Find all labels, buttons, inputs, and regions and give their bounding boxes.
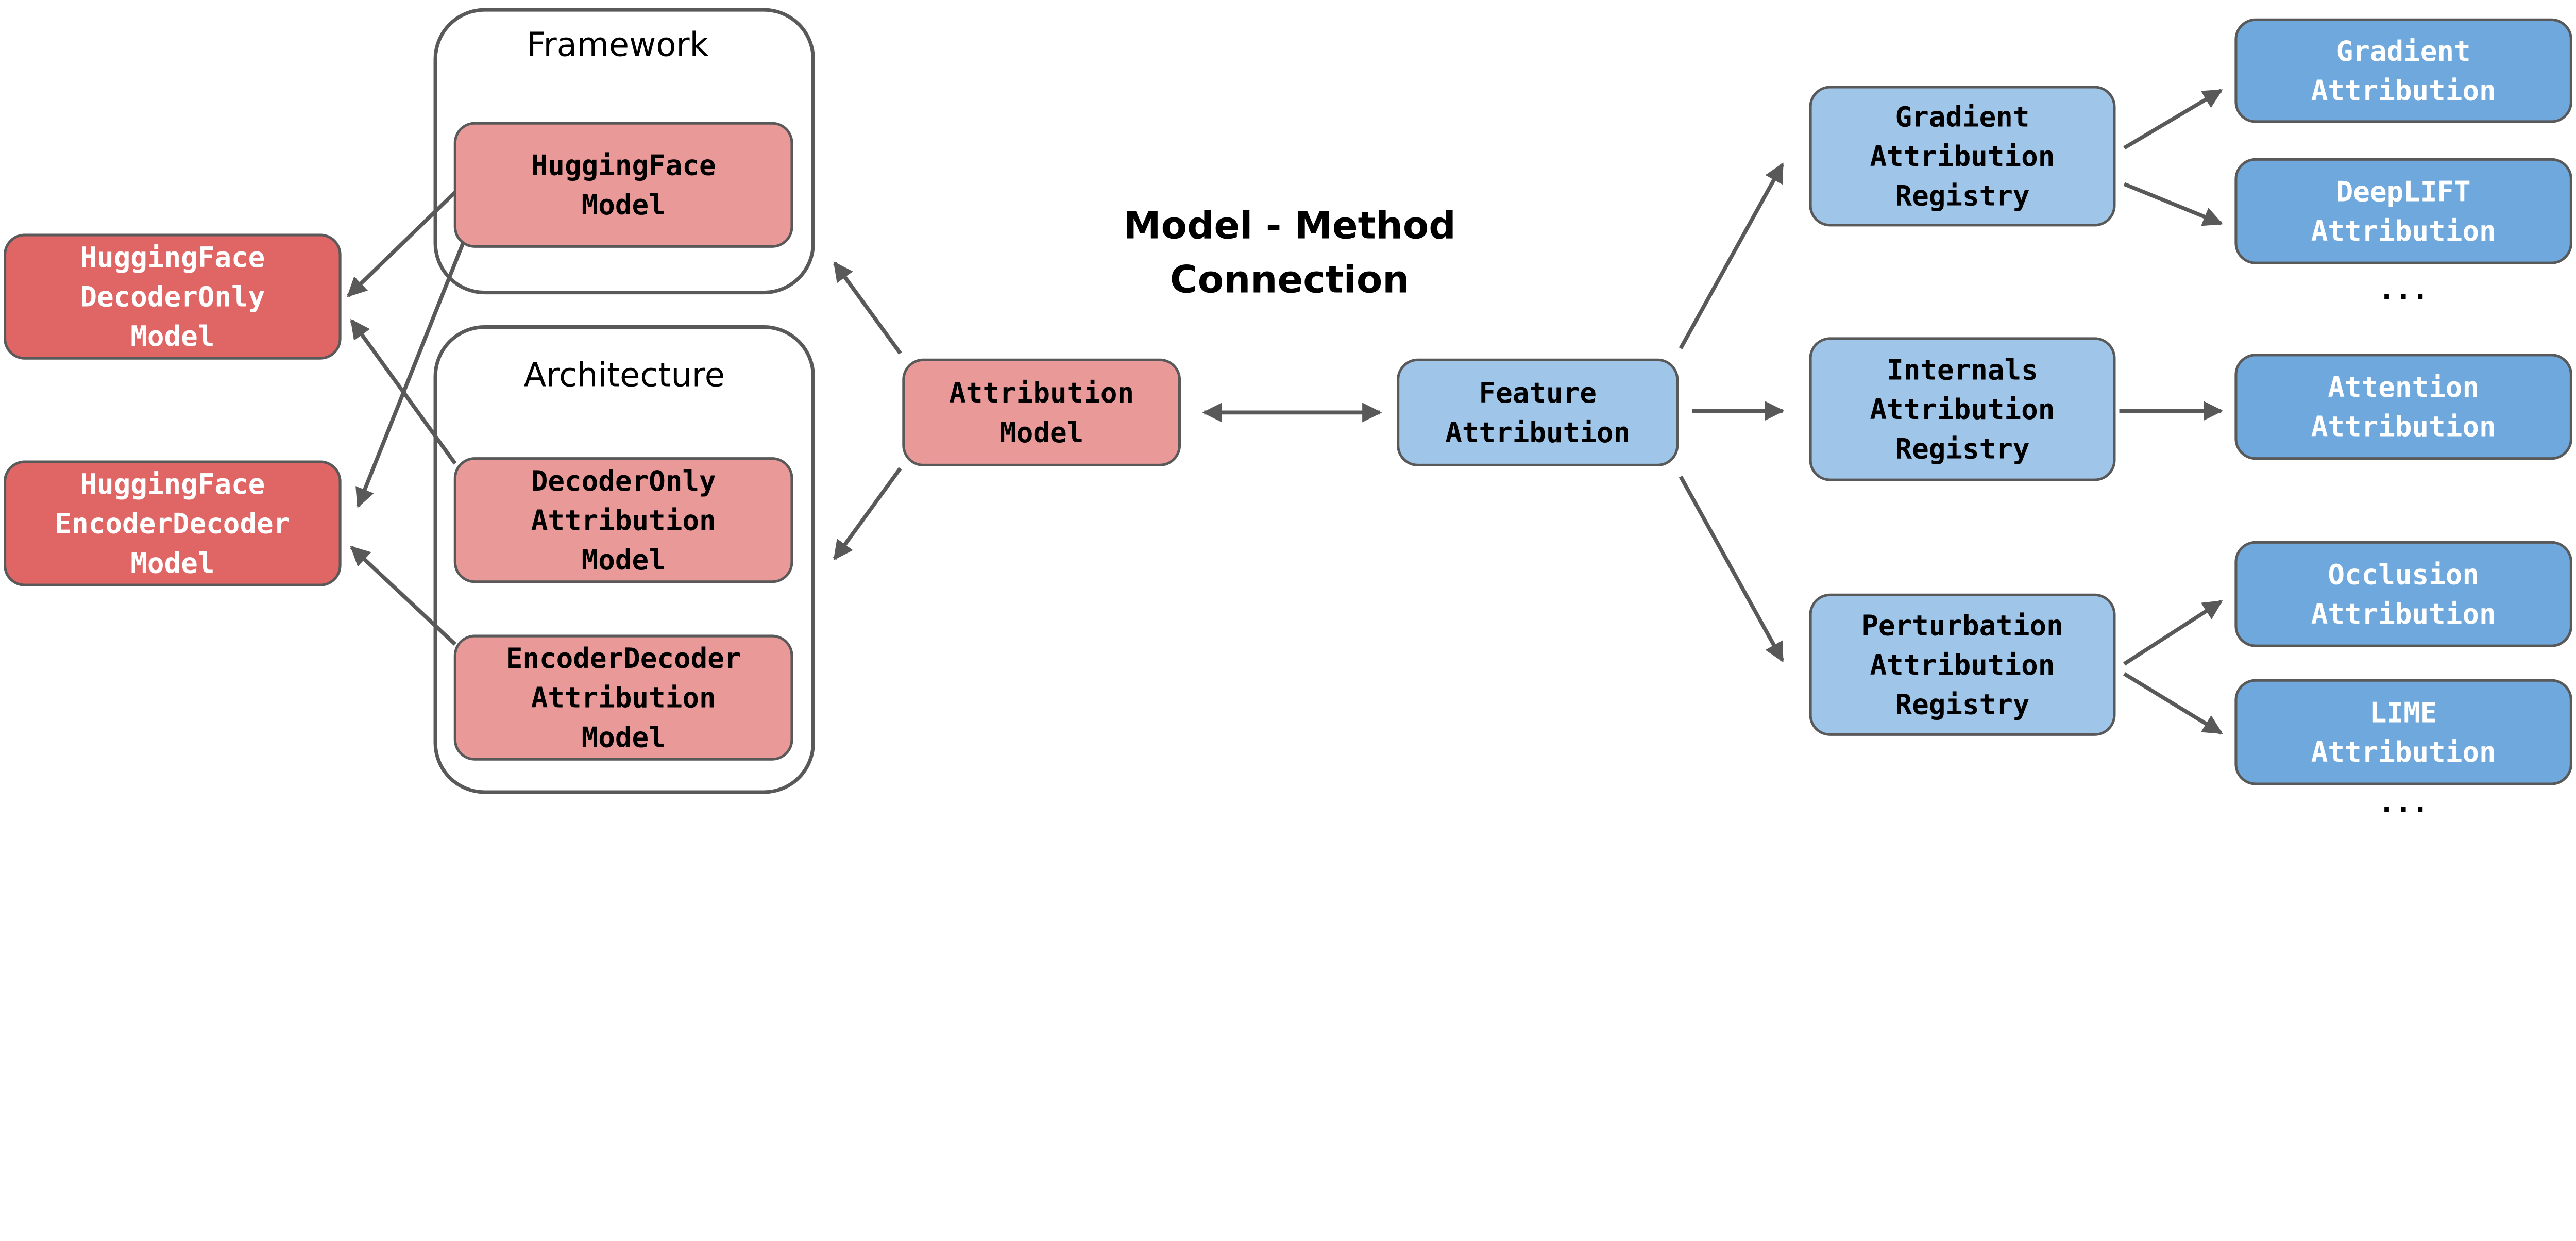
hf-decoder-only-model-label-line: Model <box>130 320 214 353</box>
hf-encoder-decoder-model-label-line: HuggingFace <box>80 468 265 500</box>
arrows <box>347 89 2224 735</box>
arrow-feature-to-gradient-registry <box>1679 162 1785 349</box>
architecture-label: Architecture <box>524 356 725 394</box>
feature-attribution-box <box>1397 358 1679 466</box>
gradient-attribution-registry-label-line: Registry <box>1895 180 2029 212</box>
arrow-gradient-registry-to-gradient <box>2123 89 2223 150</box>
feature-attribution-label-line: Attribution <box>1445 416 1630 449</box>
gradient-attribution-registry-box <box>1809 86 2116 227</box>
deeplift-attribution-label-line: Attribution <box>2311 215 2496 247</box>
lime-attribution-label-line: LIME <box>2370 696 2437 729</box>
internals-attribution-registry-label-line: Attribution <box>1870 393 2055 426</box>
attention-attribution-label-line: Attribution <box>2311 411 2496 443</box>
lime-attribution-node: LIME Attribution <box>2234 679 2572 785</box>
encoder-decoder-attribution-model-box <box>453 634 793 761</box>
diagram-title: Model - Method Connection <box>1124 204 1456 301</box>
nodes: HuggingFaceDecoderOnlyModelHuggingFaceEn… <box>4 18 2572 785</box>
gradient-attribution-box <box>2234 18 2572 123</box>
deeplift-attribution-label-line: DeepLIFT <box>2336 176 2471 208</box>
arrow-attribution-to-architecture <box>833 467 902 561</box>
gradient-attribution-registry-label-line: Attribution <box>1870 140 2055 173</box>
hf-decoder-only-model-box <box>4 233 342 360</box>
arrow-decoder-only-attr-to-hf <box>350 318 457 465</box>
decoder-only-attribution-model-label-line: Model <box>582 544 666 576</box>
title-line-1: Model - Method <box>1124 204 1456 247</box>
attention-attribution-box <box>2234 354 2572 460</box>
huggingface-model-label-line: Model <box>582 189 666 221</box>
arrow-encoder-decoder-attr-to-hf <box>350 546 456 646</box>
internals-attribution-registry-box <box>1809 337 2116 481</box>
deeplift-attribution-node: DeepLIFT Attribution <box>2234 158 2572 264</box>
gradient-attribution-label-line: Attribution <box>2311 75 2496 107</box>
encoder-decoder-attribution-model-label-line: Attribution <box>531 682 716 714</box>
model-method-diagram: Framework Architecture Model - Method Co… <box>4 8 2572 818</box>
attention-attribution-label-line: Attention <box>2328 371 2479 404</box>
occlusion-attribution-label-line: Occlusion <box>2328 559 2479 591</box>
arrow-hfmodel-to-decoder-only <box>347 191 456 297</box>
framework-label: Framework <box>527 26 708 64</box>
huggingface-model-label-line: HuggingFace <box>531 149 716 182</box>
decoder-only-attribution-model-label-line: DecoderOnly <box>531 465 716 497</box>
perturbation-attribution-registry-label-line: Perturbation <box>1861 609 2063 642</box>
internals-attribution-registry-label-line: Internals <box>1887 354 2038 387</box>
encoder-decoder-attribution-model-label-line: Model <box>582 721 666 753</box>
lime-attribution-label-line: Attribution <box>2311 736 2496 768</box>
perturbation-attribution-registry-label-line: Registry <box>1895 689 2029 721</box>
ellipses: ... ... <box>2378 273 2429 818</box>
hf-decoder-only-model-label-line: DecoderOnly <box>80 281 265 313</box>
hf-encoder-decoder-model-box <box>4 460 342 586</box>
arrow-perturbation-registry-to-occlusion <box>2123 599 2223 666</box>
gradient-attribution-label-line: Gradient <box>2336 35 2471 68</box>
arrow-gradient-registry-to-deeplift <box>2123 182 2223 226</box>
lime-attribution-box <box>2234 679 2572 785</box>
arrow-attribution-to-framework <box>833 261 902 355</box>
occlusion-attribution-label-line: Attribution <box>2311 598 2496 630</box>
perturbation-attribution-registry-label-line: Attribution <box>1870 649 2055 681</box>
gradient-more-ellipsis: ... <box>2378 273 2429 306</box>
arrow-perturbation-registry-to-lime <box>2123 672 2223 735</box>
attribution-model-label-line: Model <box>999 416 1083 449</box>
decoder-only-attribution-model-label-line: Attribution <box>531 504 716 536</box>
hf-encoder-decoder-model-label-line: EncoderDecoder <box>55 508 290 540</box>
decoder-only-attribution-model-box <box>453 457 793 583</box>
deeplift-attribution-box <box>2234 158 2572 264</box>
perturbation-attribution-registry-box <box>1809 593 2116 736</box>
gradient-attribution-registry-label-line: Gradient <box>1895 101 2029 133</box>
attribution-model-box <box>902 358 1181 466</box>
arrow-hfmodel-to-encoder-decoder <box>355 237 467 508</box>
encoder-decoder-attribution-model-label-line: EncoderDecoder <box>506 642 741 675</box>
hf-decoder-only-model-label-line: HuggingFace <box>80 241 265 274</box>
occlusion-attribution-box <box>2234 541 2572 647</box>
perturbation-more-ellipsis: ... <box>2378 786 2429 818</box>
hf-encoder-decoder-model-label-line: Model <box>130 547 214 579</box>
huggingface-model-box <box>453 122 793 248</box>
attribution-model-label-line: Attribution <box>949 377 1134 409</box>
internals-attribution-registry-label-line: Registry <box>1895 433 2029 465</box>
feature-attribution-label-line: Feature <box>1479 377 1597 409</box>
arrow-feature-to-perturbation-registry <box>1679 475 1785 663</box>
title-line-2: Connection <box>1170 258 1410 302</box>
